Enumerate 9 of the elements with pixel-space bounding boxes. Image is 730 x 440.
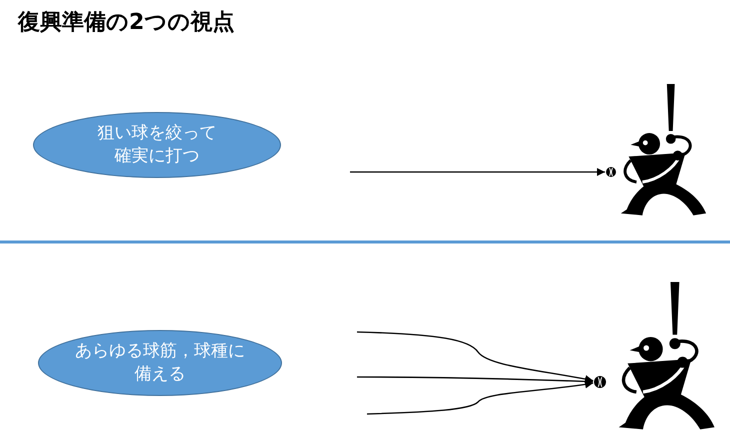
arrow <box>357 376 594 386</box>
node-label: 狙い球を絞って確実に打つ <box>96 122 218 168</box>
arrow <box>366 380 594 415</box>
title: 復興準備の2つの視点 <box>18 9 234 37</box>
node-label: あらゆる球筋，球種に備える <box>74 340 246 386</box>
arrow <box>356 331 594 384</box>
baseball-icon <box>606 167 616 177</box>
baseball-icon <box>594 376 606 388</box>
arrow <box>350 168 605 176</box>
